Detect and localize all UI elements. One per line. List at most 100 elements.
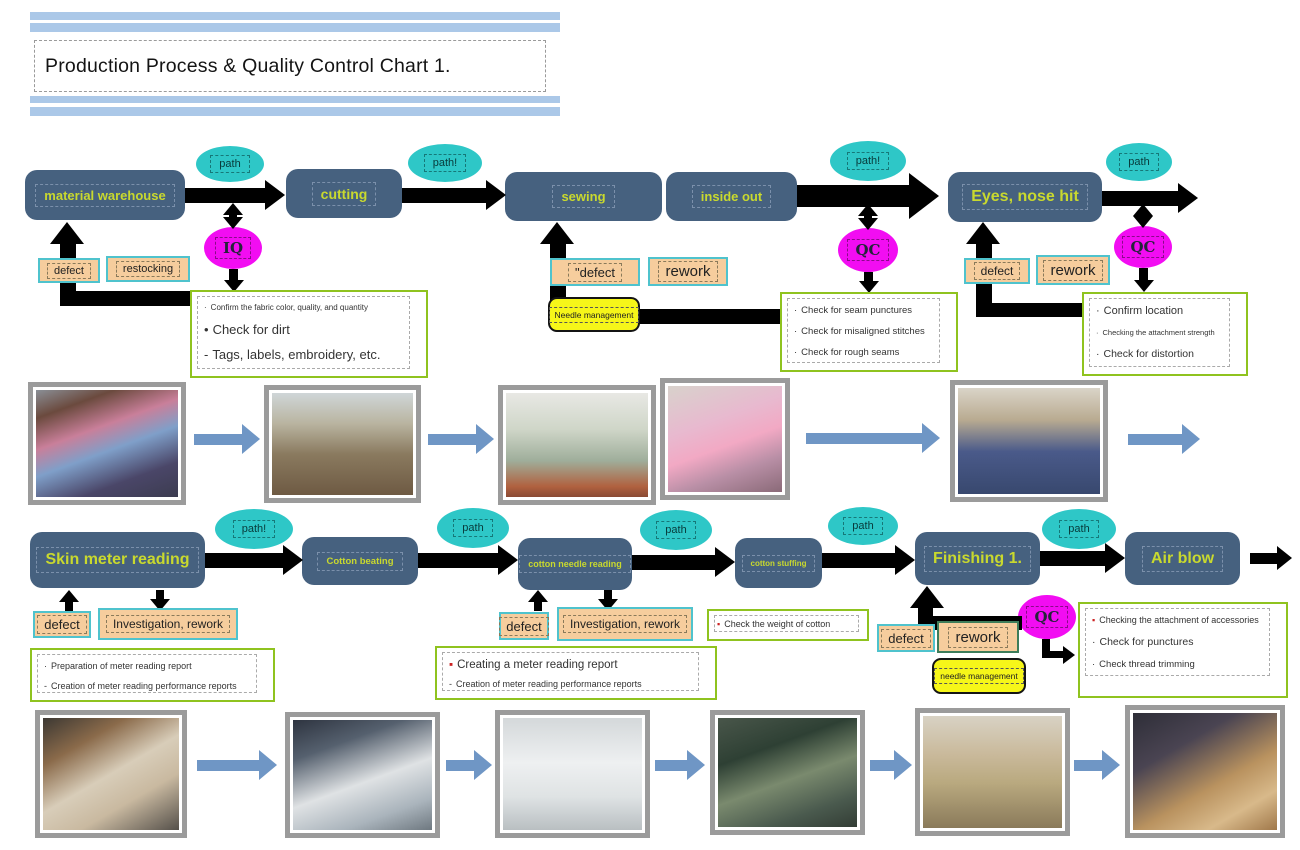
photo-packing-boxes <box>1125 705 1285 838</box>
iq-checklist: ·Confirm the fabric color, quality, and … <box>190 290 428 378</box>
qc-finishing-checklist: ▪Checking the attachment of accessories … <box>1078 602 1288 698</box>
double-arrow <box>864 213 872 220</box>
photo-cutting-factory <box>264 385 421 503</box>
flow-arrow <box>1040 542 1125 574</box>
up-arrow <box>534 601 542 611</box>
down-arrow <box>859 281 879 293</box>
photo-cotton-beating <box>285 712 440 838</box>
path-bubble: path <box>1042 509 1116 549</box>
bullet-marker: · <box>794 347 798 358</box>
header-stripe <box>30 96 560 103</box>
path-bubble: path! <box>215 509 293 549</box>
up-arrow <box>65 601 73 611</box>
checklist-item: ·Check for distortion <box>1096 348 1194 360</box>
elbow-arrow <box>1042 651 1064 658</box>
bullet-marker: · <box>794 326 798 337</box>
checklist-item: •Check for dirt <box>204 322 290 337</box>
checklist-item: -Tags, labels, embroidery, etc. <box>204 347 381 362</box>
process-box-inside-out: inside out <box>666 172 797 221</box>
qc-bubble: QC <box>1114 226 1172 268</box>
checklist-item: ·Check for misaligned stitches <box>794 326 925 337</box>
header-stripe <box>30 107 560 116</box>
double-arrow <box>1133 204 1153 216</box>
qc-bubble: QC <box>1018 595 1076 639</box>
down-arrow <box>156 590 164 600</box>
photo-arrow <box>194 424 260 454</box>
checklist-item: ·Confirm the fabric color, quality, and … <box>204 303 368 312</box>
bullet-marker: · <box>1092 659 1096 670</box>
checklist-item: ·Check for seam punctures <box>794 305 913 316</box>
header-stripe <box>30 23 560 32</box>
path-bubble: path! <box>408 144 482 182</box>
checklist-item: -Creation of meter reading performance r… <box>449 679 642 689</box>
double-arrow <box>1133 216 1153 228</box>
checklist-item: -Creation of meter reading performance r… <box>44 681 237 691</box>
dashed-frame <box>442 652 699 691</box>
bullet-marker: ▪ <box>449 659 454 671</box>
bullet-marker: · <box>44 661 47 671</box>
skin-meter-checklist: ·Preparation of meter reading report -Cr… <box>30 648 275 702</box>
double-arrow <box>229 212 237 219</box>
checklist-item: ·Check for punctures <box>1092 636 1194 648</box>
feedback-arrow <box>60 291 212 306</box>
photo-eyes-nose-station <box>950 380 1108 502</box>
flow-arrow <box>418 544 518 576</box>
photo-sewing-floor <box>498 385 656 505</box>
flow-arrow <box>822 544 915 576</box>
investigation-rework-label: Investigation, rework <box>557 607 693 641</box>
up-arrow <box>528 590 548 602</box>
photo-cotton-fluff <box>495 710 650 838</box>
photo-material-warehouse <box>28 382 186 505</box>
elbow-arrow <box>1063 646 1075 664</box>
needle-management-note: needle management <box>932 658 1026 694</box>
flow-arrow <box>1250 545 1292 571</box>
rework-label: rework <box>648 257 728 286</box>
defect-label: defect <box>33 611 91 638</box>
path-bubble: path <box>640 510 712 550</box>
process-box-cotton-needle-reading: cotton needle reading <box>518 538 632 590</box>
dashed-frame <box>714 615 859 632</box>
defect-label: defect <box>499 612 549 640</box>
photo-arrow <box>197 749 277 781</box>
photo-metal-detector <box>35 710 187 838</box>
bullet-marker: · <box>1096 328 1099 337</box>
iq-bubble: IQ <box>204 227 262 269</box>
page-title: Production Process & Quality Control Cha… <box>34 40 546 92</box>
down-arrow <box>864 272 873 282</box>
checklist-item: ▪Creating a meter reading report <box>449 659 618 671</box>
photo-inside-out-table <box>660 378 790 500</box>
path-bubble: path <box>196 146 264 182</box>
photo-finishing-tables <box>915 708 1070 836</box>
defect-label: defect <box>877 624 935 652</box>
bullet-marker: · <box>1092 636 1096 648</box>
defect-label: defect <box>964 258 1030 284</box>
bullet-marker: · <box>1096 348 1100 360</box>
qc-bubble: QC <box>838 228 898 272</box>
photo-arrow <box>655 749 705 781</box>
bullet-marker: · <box>794 305 798 316</box>
investigation-rework-label: Investigation, rework <box>98 608 238 640</box>
feedback-arrow <box>910 586 944 608</box>
flow-arrow <box>632 546 735 578</box>
checklist-item: ·Confirm location <box>1096 305 1184 317</box>
bullet-marker: ▪ <box>717 619 721 629</box>
process-box-material-warehouse: material warehouse <box>25 170 185 220</box>
dashed-frame <box>1085 608 1270 676</box>
process-box-cotton-beating: Cotton beating <box>302 537 418 585</box>
flow-arrow <box>205 544 303 576</box>
dashed-frame <box>787 298 940 363</box>
path-bubble: path <box>437 508 509 548</box>
header-stripe <box>30 12 560 20</box>
process-box-air-blow: Air blow <box>1125 532 1240 585</box>
rework-label: rework <box>937 621 1019 653</box>
double-arrow <box>223 203 243 215</box>
process-box-sewing: sewing <box>505 172 662 221</box>
defect-label: "defect <box>550 258 640 286</box>
dashed-frame <box>197 296 410 369</box>
down-arrow <box>229 269 238 281</box>
process-box-eyes-nose-hit: Eyes, nose hit <box>948 172 1102 222</box>
checklist-item: ·Check for rough seams <box>794 347 900 358</box>
double-arrow <box>858 218 878 230</box>
bullet-marker: · <box>1096 305 1100 317</box>
